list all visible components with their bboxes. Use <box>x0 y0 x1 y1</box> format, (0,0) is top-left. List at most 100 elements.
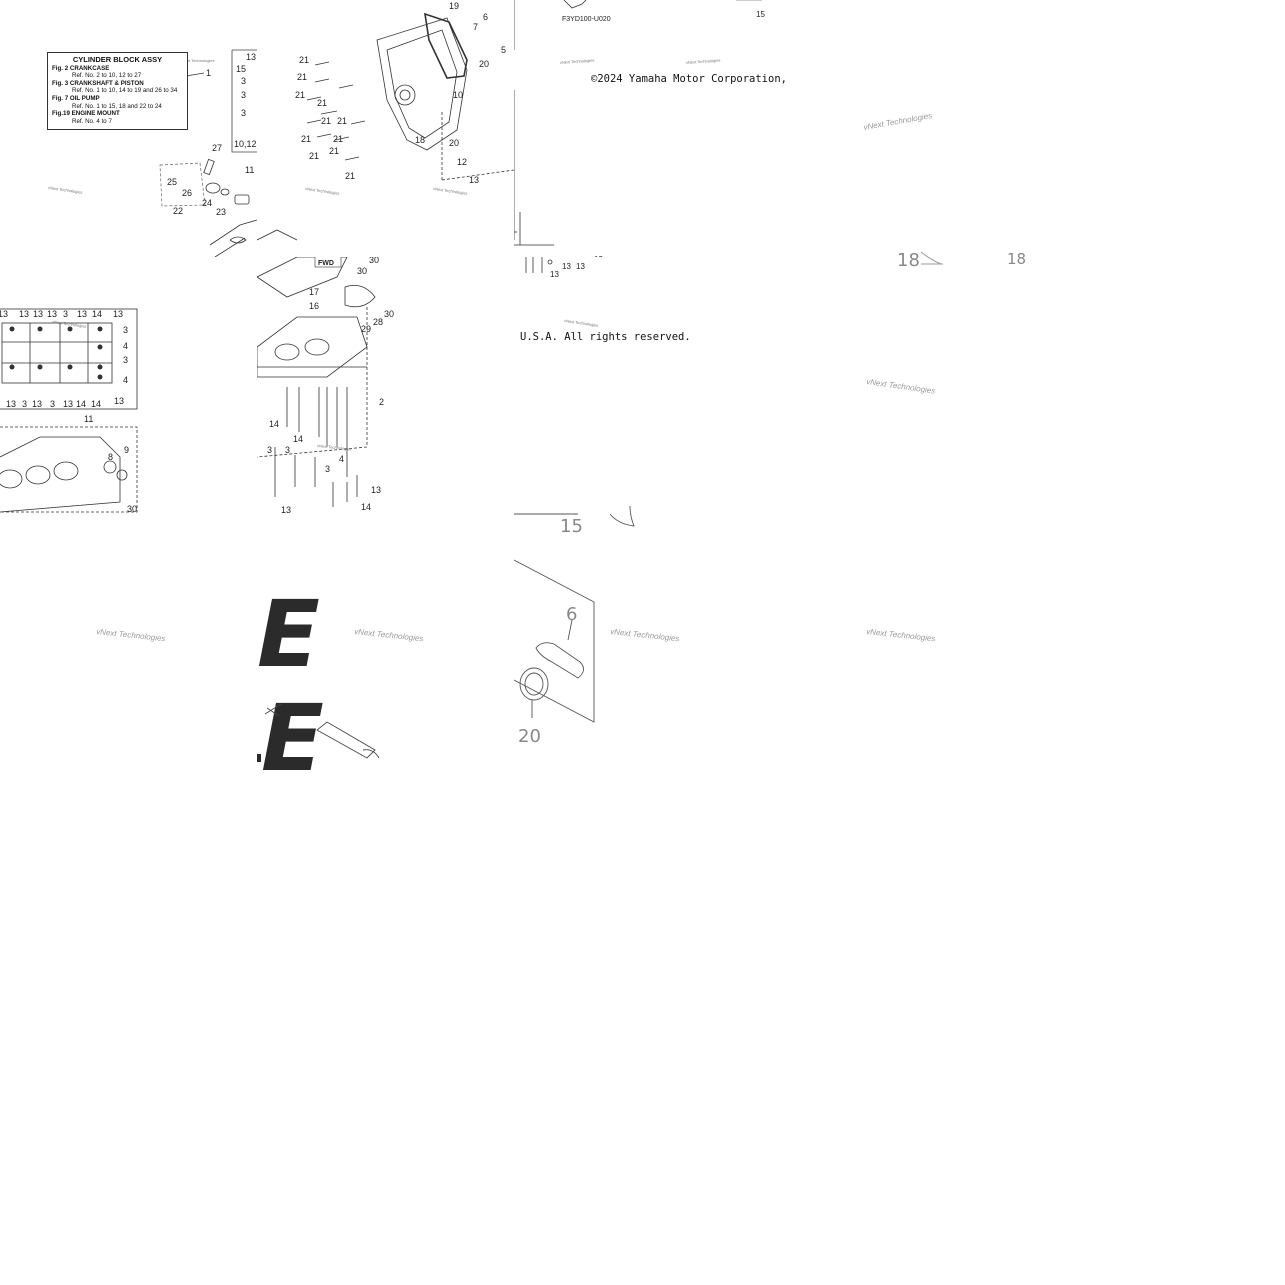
callout-24: 24 <box>202 198 212 208</box>
callout-13b: 13 <box>594 255 603 257</box>
callout-21e: 21 <box>321 116 331 126</box>
watermark-large-3: vNext Technologies <box>96 627 166 643</box>
watermark-small-6: vNext Technologies <box>686 58 721 65</box>
callout-16: 16 <box>309 301 319 311</box>
diagram-tile-top-right: F3YD100-U020 15 3 13 vNext Technologies … <box>514 0 771 257</box>
callout-3-s2: 3 <box>123 355 128 365</box>
diagram-tile-letters: E E <box>257 590 387 770</box>
tile-detail-svg: 15 6 20 <box>514 505 635 747</box>
callout-26: 26 <box>182 188 192 198</box>
callout-21d: 21 <box>317 98 327 108</box>
tile-top-right-svg: F3YD100-U020 15 3 13 vNext Technologies … <box>514 0 765 257</box>
legend-ref-4: Ref. No. 4 to 7 <box>72 117 112 125</box>
large-letter-e-2: E <box>261 685 324 770</box>
callout-7: 7 <box>473 22 478 32</box>
callout-13-r2c: 13 <box>63 399 73 409</box>
callout-21a: 21 <box>299 55 309 65</box>
callout-21g: 21 <box>301 134 311 144</box>
fwd-label: FWD <box>318 260 334 267</box>
callout-30c: 30 <box>357 266 367 276</box>
callout-13-r2a: 13 <box>6 399 16 409</box>
callout-15: 15 <box>236 64 246 74</box>
diagram-code: F3YD100-U020 <box>562 16 611 23</box>
callout-13c: 13 <box>562 262 571 271</box>
watermark-small-8: vNext Technologies <box>317 443 352 452</box>
callout-11: 11 <box>245 165 254 175</box>
watermark-small-7: vNext Technologies <box>52 319 87 329</box>
callout-5: 5 <box>501 45 506 55</box>
callout-14-r2b: 14 <box>91 399 101 409</box>
callout-13d: 13 <box>576 262 585 271</box>
tile-top-middle-svg: 19 21 21 21 21 21 21 21 21 21 21 21 18 2… <box>257 1 514 241</box>
callout-10: 10 <box>453 90 463 100</box>
callout-6b: 6 <box>566 604 577 625</box>
callout-29: 29 <box>361 324 371 334</box>
callout-22: 22 <box>173 206 183 216</box>
tile-letters-svg: E E <box>257 590 380 770</box>
callout-3f: 3 <box>285 445 290 455</box>
callout-30b: 30 <box>369 257 379 265</box>
callout-13-r2b: 13 <box>32 399 42 409</box>
callout-18c: 18 <box>1007 250 1026 268</box>
legend-title: CYLINDER BLOCK ASSY <box>72 55 163 64</box>
callout-13-r1b: 13 <box>19 309 29 319</box>
callout-21i: 21 <box>309 151 319 161</box>
callout-3-r2b: 3 <box>50 399 55 409</box>
callout-23: 23 <box>216 207 226 217</box>
callout-13-r1e: 13 <box>77 309 87 319</box>
callout-28: 28 <box>373 317 383 327</box>
diagram-tile-detail: 15 6 20 <box>514 500 654 750</box>
callout-4: 4 <box>339 454 344 464</box>
callout-4-s1: 4 <box>123 341 128 351</box>
legend-fig-4: Fig.19 ENGINE MOUNT <box>52 110 120 118</box>
callout-13-r1f: 13 <box>113 309 123 319</box>
callout-11b: 11 <box>84 414 93 424</box>
callout-3b: 3 <box>241 90 246 100</box>
callout-13f: 13 <box>371 485 381 495</box>
diagram-tile-top-middle: 19 21 21 21 21 21 21 21 21 21 21 21 18 2… <box>257 0 514 257</box>
bolts-strip-svg: 13 13 13 <box>525 257 585 279</box>
callout-14a: 14 <box>269 419 279 429</box>
callout-17: 17 <box>309 287 319 297</box>
callout-30a: 30 <box>127 504 137 514</box>
callout-13a: 13 <box>469 175 479 185</box>
callout-18: 18 <box>415 135 425 145</box>
legend-ref-1: Ref. No. 2 to 10, 12 to 27 <box>72 72 142 80</box>
diagram-tile-mid-left: 13 13 13 13 3 13 14 13 3 4 3 4 13 13 3 1… <box>0 257 257 514</box>
callout-1: 1 <box>206 68 211 78</box>
watermark-small-3: vNext Technologies <box>305 186 340 196</box>
large-letter-e-1: E <box>257 590 320 688</box>
callout-19: 19 <box>449 1 459 11</box>
callout-13-r1c: 13 <box>33 309 43 319</box>
callout-21j: 21 <box>329 146 339 156</box>
watermark-large-2: vNext Technologies <box>866 377 936 396</box>
callout-18b: 18 <box>897 250 920 271</box>
callout-30d: 30 <box>384 309 394 319</box>
callout-4-s2: 4 <box>123 375 128 385</box>
tile-mid-middle-svg: FWD 30 30 17 16 28 29 30 2 14 14 3 3 3 4… <box>257 257 394 514</box>
callout-20b: 20 <box>449 138 459 148</box>
callout-2: 2 <box>379 397 384 407</box>
callout-6: 6 <box>483 12 488 22</box>
callout-25: 25 <box>167 177 177 187</box>
callout-9: 9 <box>124 445 129 455</box>
watermark-small-5: vNext Technologies <box>560 58 595 65</box>
callout-3-s1: 3 <box>123 325 128 335</box>
callout-21h: 21 <box>333 134 343 144</box>
callout-14b: 14 <box>293 434 303 444</box>
diagram-tile-mid-right: 18 18 <box>771 240 1028 280</box>
callout-15b: 15 <box>756 10 765 19</box>
legend-fig-3: Fig. 7 OIL PUMP <box>52 94 100 102</box>
copyright-line-2: U.S.A. All rights reserved. <box>520 331 691 343</box>
watermark-small-9: vNext Technologies <box>564 318 599 328</box>
callout-13: 13 <box>246 52 256 62</box>
legend-box: CYLINDER BLOCK ASSY Fig. 2 CRANKCASE Ref… <box>47 52 188 130</box>
tile-mid-right-svg: 18 18 <box>897 250 1026 271</box>
legend-ref-2: Ref. No. 1 to 10, 14 to 19 and 26 to 34 <box>72 87 178 95</box>
legend-ref-3: Ref. No. 1 to 15, 18 and 22 to 24 <box>72 102 162 110</box>
callout-13-r1a: 13 <box>0 309 8 319</box>
callout-13g: 13 <box>281 505 291 514</box>
callout-15c: 15 <box>560 516 583 537</box>
diagram-tile-bolts-strip: 13 13 13 <box>514 257 604 279</box>
callout-12: 12 <box>457 157 467 167</box>
